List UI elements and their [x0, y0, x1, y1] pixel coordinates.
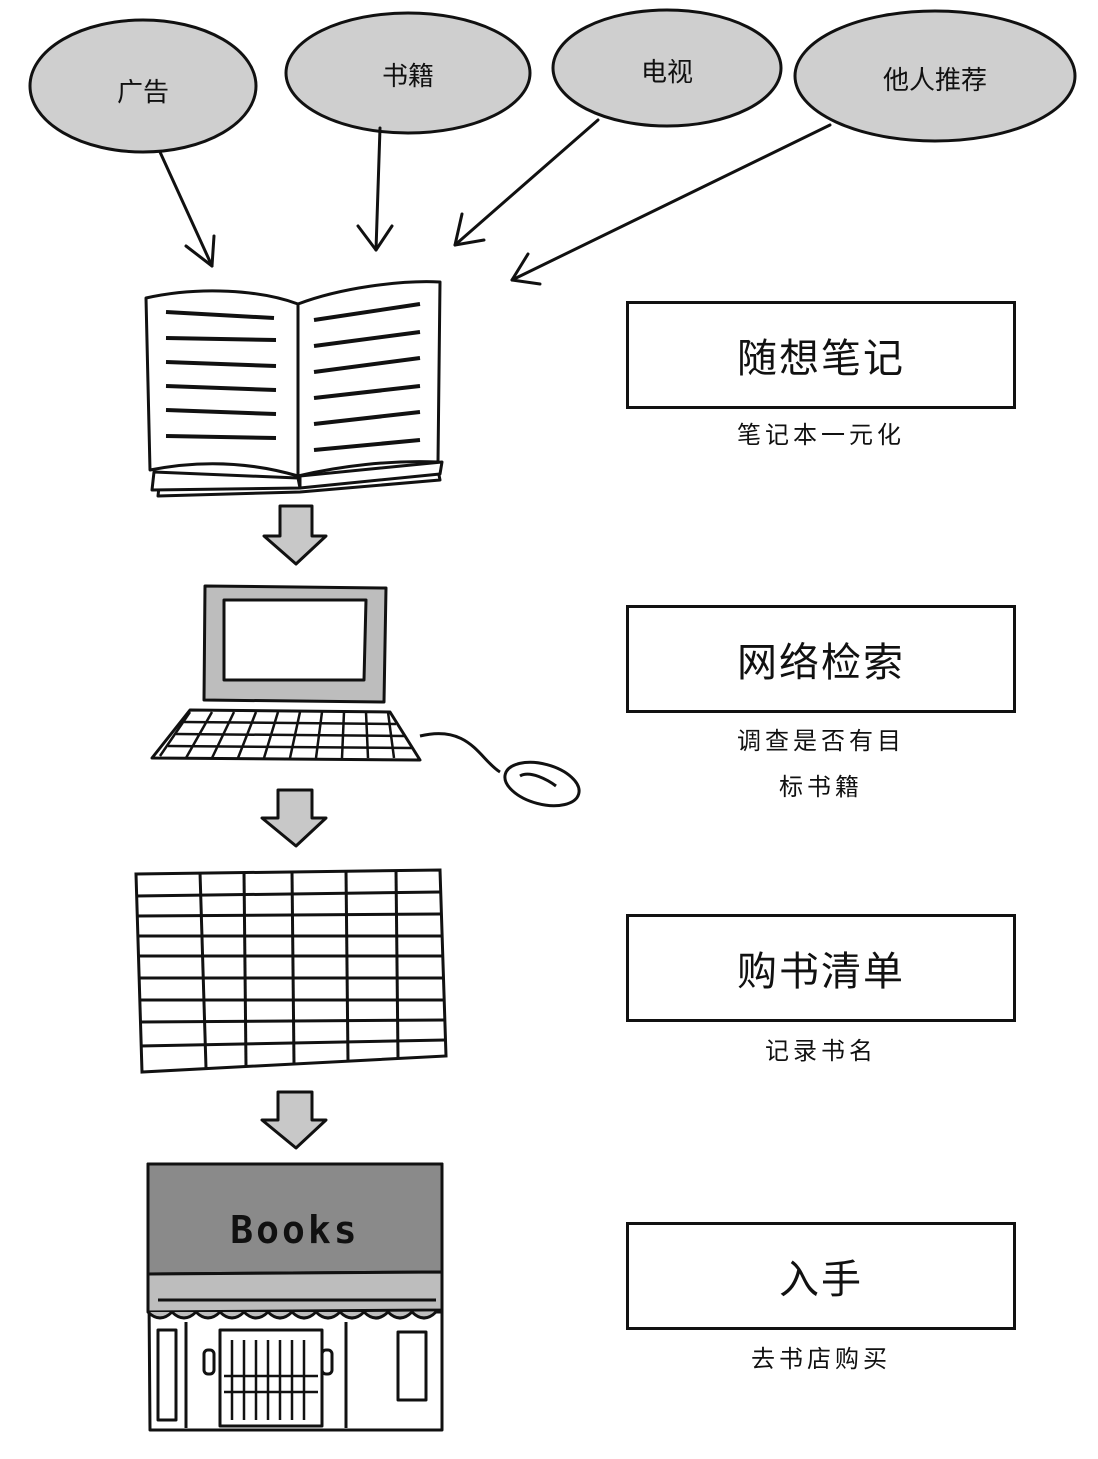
- flow-arrow-3: [260, 1090, 328, 1150]
- arrow-recommend: [510, 123, 832, 282]
- step-desc-acquire: 去书店购买: [626, 1336, 1016, 1382]
- computer-illustration: [150, 584, 581, 808]
- notebook-illustration: [144, 280, 444, 498]
- step-title-notes: 随想笔记: [626, 301, 1016, 409]
- door-bars: [224, 1340, 318, 1420]
- source-label-ads: 广告: [116, 78, 169, 108]
- flow-arrow-1: [262, 504, 328, 566]
- oval-recommend: [793, 9, 1077, 143]
- source-ovals: [28, 8, 1077, 154]
- flow-arrows: [260, 504, 328, 1150]
- oval-books: [284, 11, 532, 135]
- bookstore-illustration: [146, 1162, 444, 1432]
- source-label-tv: 电视: [640, 58, 693, 88]
- store-sign-text: Books: [230, 1208, 360, 1252]
- oval-ads: [28, 18, 258, 154]
- flow-arrow-2: [260, 788, 328, 848]
- arrow-tv: [453, 118, 600, 247]
- step-desc-line: 记录书名: [765, 1037, 877, 1065]
- step-desc-list: 记录书名: [626, 1028, 1016, 1074]
- step-desc-line: 调查是否有目: [737, 727, 905, 755]
- step-desc-line: 笔记本一元化: [737, 421, 905, 449]
- step-title-list: 购书清单: [626, 914, 1016, 1022]
- step-desc-notes: 笔记本一元化: [626, 412, 1016, 458]
- source-label-books: 书籍: [381, 62, 434, 92]
- source-label-recommend: 他人推荐: [882, 66, 987, 96]
- source-arrows: [158, 118, 832, 286]
- step-desc-line: 去书店购买: [751, 1345, 891, 1373]
- step-title-acquire: 入手: [626, 1222, 1016, 1330]
- arrow-books: [374, 126, 382, 252]
- step-title-search: 网络检索: [626, 605, 1016, 713]
- step-desc-line: 标书籍: [779, 773, 863, 801]
- arrow-ads: [158, 150, 214, 268]
- keyboard-grid: [158, 711, 413, 759]
- notebook-text-lines: [165, 302, 421, 452]
- step-desc-search: 调查是否有目 标书籍: [626, 718, 1016, 810]
- oval-tv: [551, 8, 783, 128]
- mouse: [503, 760, 581, 808]
- purchase-list-table: [134, 868, 448, 1074]
